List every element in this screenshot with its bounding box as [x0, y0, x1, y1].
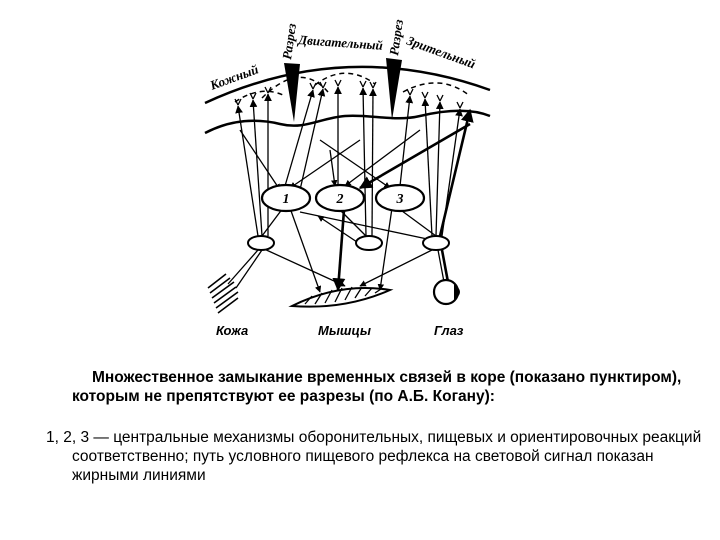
cortex-inner-boundary — [204, 109, 491, 135]
label-skin: Кожа — [216, 323, 248, 338]
muscle — [288, 286, 394, 308]
nucleus-middle — [355, 235, 383, 251]
label-skin-cortex: Кожный — [207, 62, 260, 94]
center-2: 2 — [314, 183, 366, 213]
label-cut-left: Разрез — [279, 22, 299, 60]
label-muscles: Мышцы — [318, 323, 371, 338]
center-1: 1 — [260, 183, 312, 213]
center-1-label: 1 — [283, 192, 290, 207]
skin-receptor — [207, 273, 239, 314]
cortex-connections-diagram: 1 2 3 К — [204, 18, 491, 338]
dashed-connection — [314, 72, 376, 86]
dashed-connection — [234, 90, 284, 103]
eye-icon — [432, 278, 460, 306]
cortex-surface — [204, 65, 491, 105]
cut-left-wedge — [284, 63, 300, 122]
nucleus-eye — [422, 235, 450, 251]
label-cut-right: Разрез — [386, 18, 406, 56]
center-3-label: 3 — [396, 192, 404, 207]
nucleus-skin — [247, 235, 275, 251]
center-2-label: 2 — [336, 192, 344, 207]
figure-legend: 1, 2, 3 — центральные механизмы оборонит… — [46, 429, 702, 484]
caption-title: Множественное замыкание временных связей… — [72, 369, 682, 405]
label-eye: Глаз — [434, 323, 464, 338]
label-motor-cortex: Двигательный — [297, 32, 384, 53]
bold-reflex-pathway — [332, 108, 474, 292]
dashed-connection — [402, 82, 471, 97]
label-visual-cortex: Зрительный — [404, 32, 478, 71]
dendrite-tips — [234, 79, 464, 109]
figure-caption: Множественное замыкание временных связей… — [72, 368, 692, 406]
cut-right-wedge — [386, 58, 402, 120]
center-3: 3 — [374, 183, 426, 213]
